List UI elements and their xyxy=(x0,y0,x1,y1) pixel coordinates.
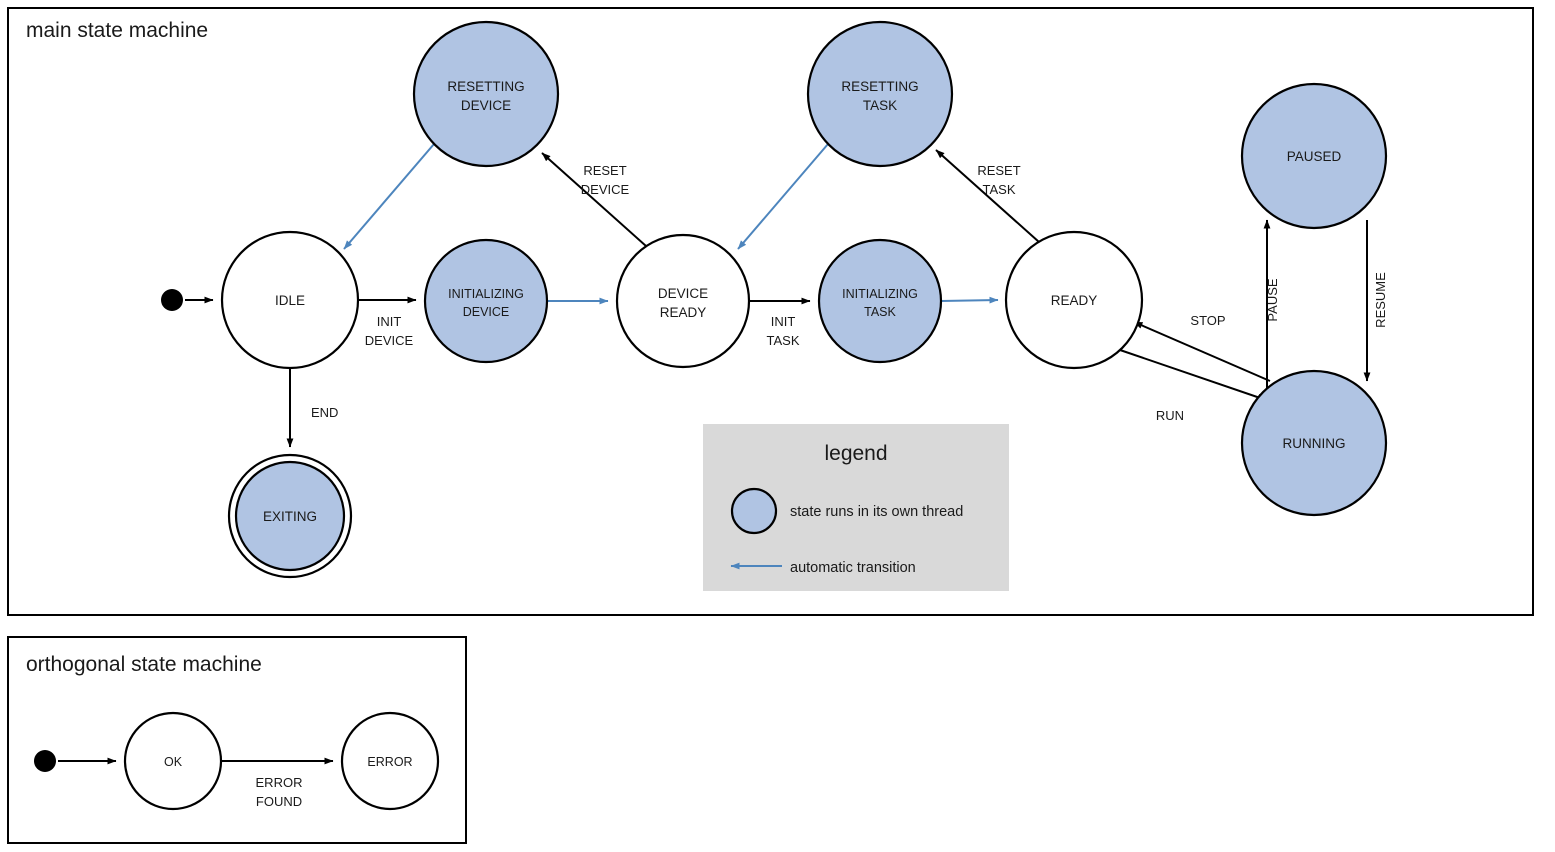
transition-label-stop: STOP xyxy=(1190,313,1225,328)
state-idle-circle xyxy=(220,230,360,370)
state-error-circle xyxy=(340,711,440,811)
state-device-ready[interactable]: DEVICE READY xyxy=(615,233,751,369)
state-exiting-circle xyxy=(234,460,346,572)
state-initializing-device[interactable]: INITIALIZING DEVICE xyxy=(423,238,549,364)
main-state-machine-title: main state machine xyxy=(26,19,208,42)
state-resetting-device[interactable]: RESETTING DEVICE xyxy=(412,20,560,168)
state-ready-circle xyxy=(1004,230,1144,370)
state-ready[interactable]: READY xyxy=(1004,230,1144,370)
state-exiting[interactable]: EXITING xyxy=(227,453,353,579)
legend-automatic-transition-text: automatic transition xyxy=(790,560,916,576)
legend: legend state runs in its own thread auto… xyxy=(703,424,1009,591)
transition-label-reset-device-line1: RESET xyxy=(583,163,626,178)
state-ok-circle xyxy=(123,711,223,811)
initial-pseudostate-orthogonal xyxy=(34,750,56,772)
state-resetting-device-circle xyxy=(412,20,560,168)
transition-label-reset-device-line2: DEVICE xyxy=(581,182,630,197)
transition-label-reset-task-line2: TASK xyxy=(983,182,1016,197)
transition-device-ready-to-resetting-device xyxy=(541,152,647,247)
transition-label-end: END xyxy=(311,405,338,420)
state-exiting-label: EXITING xyxy=(263,509,317,524)
state-resetting-device-label-line1: RESETTING xyxy=(447,79,524,94)
transition-initializing-task-to-ready xyxy=(940,296,999,304)
transition-label-reset-task-line1: RESET xyxy=(977,163,1020,178)
state-resetting-task[interactable]: RESETTING TASK xyxy=(806,20,954,168)
state-initializing-device-label-line1: INITIALIZING xyxy=(448,287,524,301)
state-device-ready-label-line1: DEVICE xyxy=(658,286,708,301)
state-initializing-task-circle xyxy=(817,238,943,364)
transition-label-init-task-line2: TASK xyxy=(767,333,800,348)
state-initializing-task-label-line2: TASK xyxy=(864,305,896,319)
transition-label-error-found-line2: FOUND xyxy=(256,794,302,809)
orthogonal-state-machine-title: orthogonal state machine xyxy=(26,653,262,676)
state-ok-label: OK xyxy=(164,755,183,769)
transition-label-error-found-line1: ERROR xyxy=(256,775,303,790)
transition-label-run: RUN xyxy=(1156,408,1184,423)
transition-label-init-device-line2: DEVICE xyxy=(365,333,414,348)
state-idle[interactable]: IDLE xyxy=(220,230,360,370)
state-resetting-task-label-line2: TASK xyxy=(863,98,897,113)
legend-thread-state-icon xyxy=(730,487,778,535)
transition-label-pause: PAUSE xyxy=(1265,278,1280,321)
main-state-machine-group: main state machine xyxy=(7,7,1534,616)
state-initializing-task-label-line1: INITIALIZING xyxy=(842,287,918,301)
transition-ready-to-resetting-task xyxy=(935,149,1040,243)
state-running[interactable]: RUNNING xyxy=(1240,369,1388,517)
legend-thread-state-text: state runs in its own thread xyxy=(790,504,963,520)
transition-label-resume: RESUME xyxy=(1373,272,1388,328)
state-initializing-device-circle xyxy=(423,238,549,364)
state-resetting-task-circle xyxy=(806,20,954,168)
state-device-ready-circle xyxy=(615,233,751,369)
state-error-label: ERROR xyxy=(367,755,412,769)
state-ok[interactable]: OK xyxy=(123,711,223,811)
state-resetting-device-label-line2: DEVICE xyxy=(461,98,511,113)
state-ready-label: READY xyxy=(1051,293,1098,308)
state-running-circle xyxy=(1240,369,1388,517)
transition-resetting-task-to-device-ready xyxy=(737,143,829,250)
state-resetting-task-label-line1: RESETTING xyxy=(841,79,918,94)
transition-label-init-task-line1: INIT xyxy=(771,314,796,329)
state-running-label: RUNNING xyxy=(1283,436,1346,451)
orthogonal-state-machine-group: orthogonal state machine OK ERROR ERROR … xyxy=(7,636,467,844)
state-error[interactable]: ERROR xyxy=(340,711,440,811)
state-initializing-task[interactable]: INITIALIZING TASK xyxy=(817,238,943,364)
state-initializing-device-label-line2: DEVICE xyxy=(463,305,510,319)
state-idle-label: IDLE xyxy=(275,293,305,308)
state-paused-circle xyxy=(1240,82,1388,230)
legend-title: legend xyxy=(824,442,887,465)
initial-pseudostate-main xyxy=(161,289,183,311)
transition-label-init-device-line1: INIT xyxy=(377,314,402,329)
state-paused-label: PAUSED xyxy=(1287,149,1342,164)
state-device-ready-label-line2: READY xyxy=(660,305,707,320)
transition-ready-to-running xyxy=(1119,349,1267,401)
state-paused[interactable]: PAUSED xyxy=(1240,82,1388,230)
transition-running-to-ready xyxy=(1133,321,1271,382)
transition-resetting-device-to-idle xyxy=(343,143,435,250)
